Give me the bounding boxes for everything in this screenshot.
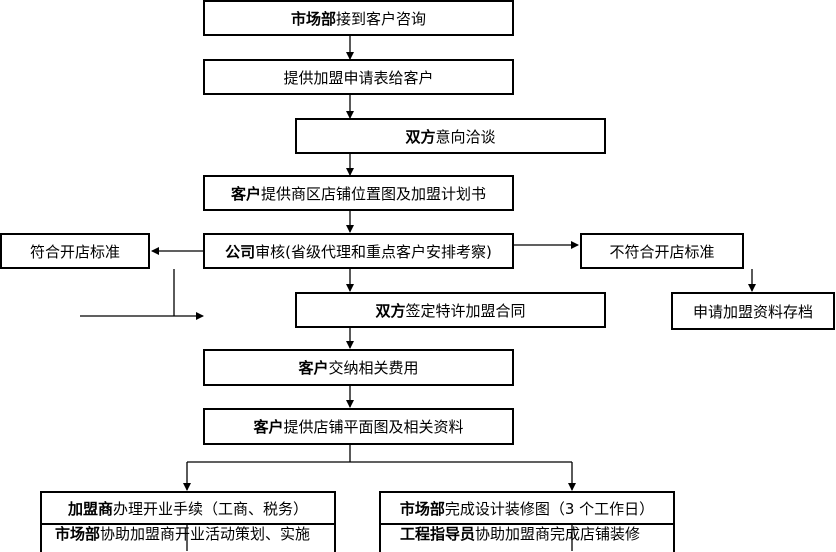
step-design-drawing: 市场部完成设计装修图（3 个工作日） [379,491,675,525]
step-store-renovation: 工程指导员协助加盟商完成店铺装修 [400,525,641,543]
step-company-review: 公司审核(省级代理和重点客户安排考察) [203,233,514,269]
box-archive-application: 申请加盟资料存档 [671,292,835,330]
step-floor-plan: 客户提供店铺平面图及相关资料 [203,408,514,445]
step-provide-application: 提供加盟申请表给客户 [203,59,514,95]
step-opening-event-frame [40,525,336,552]
step-pay-fees: 客户交纳相关费用 [203,349,514,386]
box-not-meet-standard: 不符合开店标准 [580,233,744,269]
step-negotiation: 双方意向洽谈 [295,118,606,154]
step-market-inquiry: 市场部接到客户咨询 [203,0,514,36]
step-opening-procedures: 加盟商办理开业手续（工商、税务） [40,491,336,525]
step-submit-plan: 客户提供商区店铺位置图及加盟计划书 [203,175,514,211]
box-meets-standard: 符合开店标准 [0,233,150,269]
step-sign-contract: 双方签定特许加盟合同 [295,292,606,328]
step-opening-event-planning: 市场部协助加盟商开业活动策划、实施 [55,525,311,543]
step-store-renovation-frame [379,525,675,552]
